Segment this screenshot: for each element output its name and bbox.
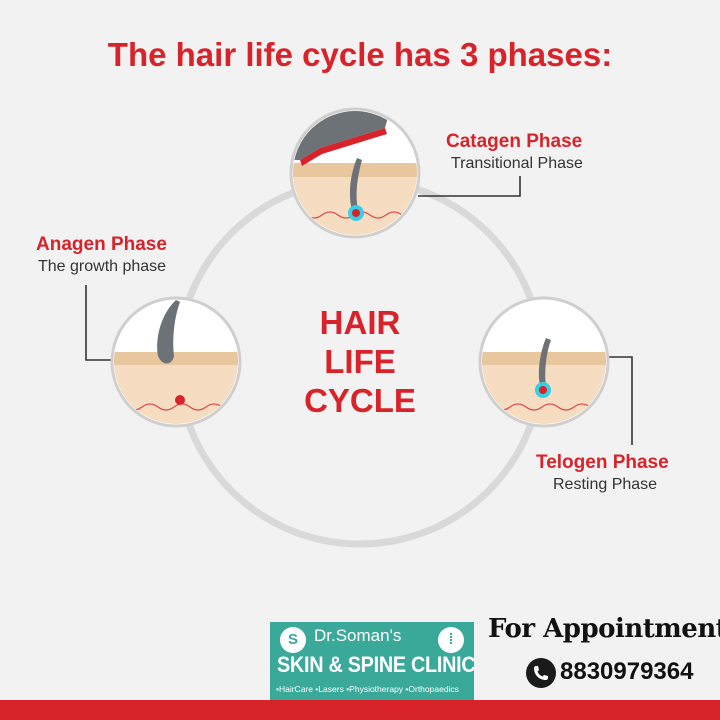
anagen-illustration (110, 296, 242, 428)
page-title: The hair life cycle has 3 phases: (107, 36, 613, 73)
phone-icon (526, 658, 556, 688)
clinic-services: •HairCare •Lasers •Physiotherapy •Orthop… (276, 684, 459, 694)
center-label-line-2: LIFE (324, 343, 396, 380)
catagen-illustration (289, 107, 421, 239)
anagen-phase-title: Anagen Phase (36, 234, 167, 255)
telogen-phase-title: Telogen Phase (536, 452, 669, 473)
bottom-bar (0, 700, 720, 720)
telogen-phase-subtitle: Resting Phase (553, 476, 658, 493)
anagen-connector (85, 285, 114, 361)
appointment-heading: For Appointment (488, 614, 720, 644)
anagen-phase-subtitle: The growth phase (38, 258, 167, 275)
telogen-connector (607, 356, 633, 445)
spine-icon: ⁞ (438, 627, 464, 653)
center-label: HAIR LIFE CYCLE (280, 303, 440, 420)
center-label-line-3: CYCLE (304, 382, 416, 419)
skin-s-icon: S (280, 627, 306, 653)
catagen-phase-subtitle: Transitional Phase (451, 155, 583, 172)
center-label-line-1: HAIR (319, 304, 401, 341)
clinic-logo: S ⁞ Dr.Soman's SKIN & SPINE CLINIC •Hair… (270, 622, 476, 704)
phone-number[interactable]: 8830979364 (560, 658, 694, 685)
catagen-connector (418, 176, 521, 197)
clinic-name: SKIN & SPINE CLINIC (277, 652, 476, 677)
telogen-illustration (478, 296, 610, 428)
catagen-phase-title: Catagen Phase (446, 131, 583, 152)
clinic-doctor-name: Dr.Soman's (314, 626, 402, 645)
